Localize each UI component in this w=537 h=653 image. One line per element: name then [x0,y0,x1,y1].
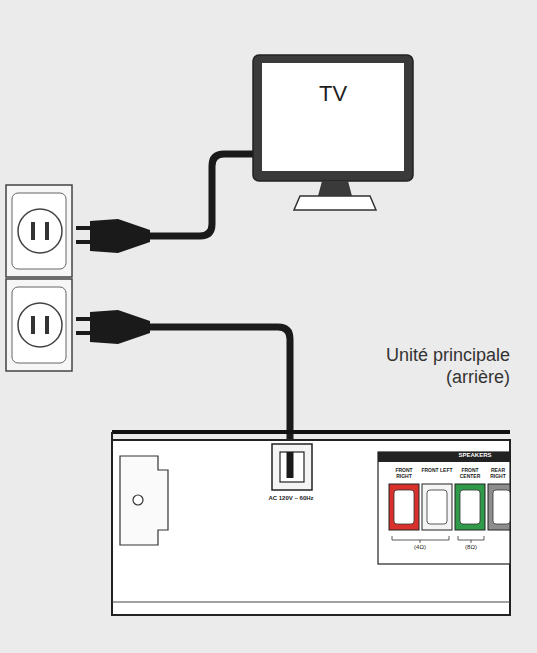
power-plug [76,219,150,344]
unit-caption: Unité principale (arrière) [350,345,510,388]
tv-set [253,55,413,210]
terminal-name: FRONT RIGHT [388,467,420,479]
panel-title: SPEAKERS [440,452,510,459]
tv-screen: TV [262,63,404,171]
terminal-name: FRONT CENTER [454,467,486,479]
impedance-note: (4Ω) [405,544,435,551]
device-name: TV [262,81,404,107]
unit-heading: Unité principale (arrière) [350,345,510,393]
terminal-name: REAR RIGHT [486,467,510,479]
power-cord [148,154,290,478]
impedance-note: (8Ω) [456,544,486,551]
power-rating: AC 120V ~ 60Hz [236,495,346,502]
wall-outlet [6,185,72,371]
terminal-name: FRONT LEFT [421,467,453,473]
main-unit [112,432,510,615]
